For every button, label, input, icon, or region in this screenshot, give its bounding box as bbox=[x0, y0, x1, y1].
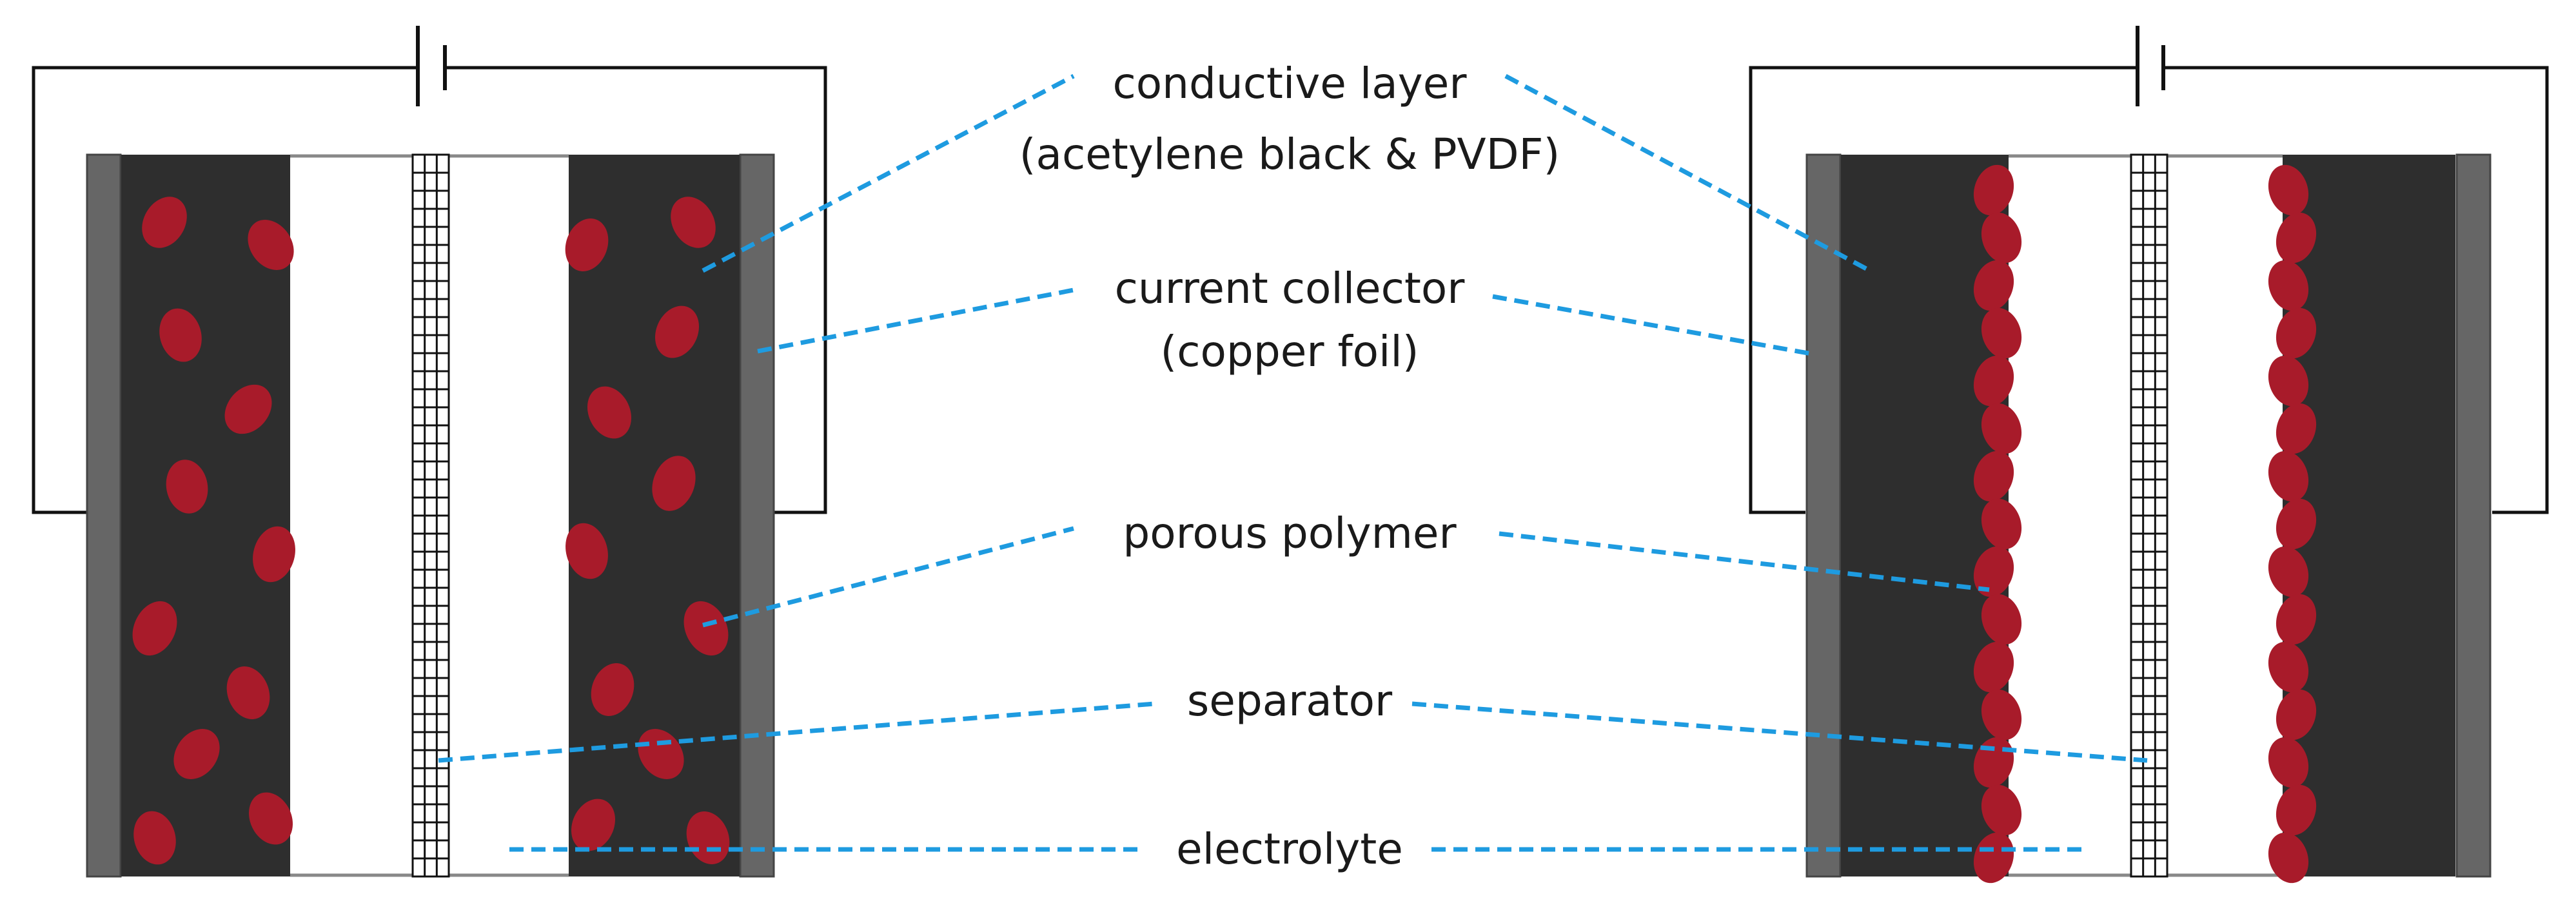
polymer-particle bbox=[591, 663, 634, 716]
polymer-particle bbox=[2268, 546, 2309, 597]
polymer-particle bbox=[166, 460, 208, 514]
polymer-particle bbox=[1981, 307, 2022, 359]
polymer-particle bbox=[652, 456, 696, 511]
label-current-collector-detail: (copper foil) bbox=[1161, 327, 1419, 376]
polymer-particle bbox=[142, 197, 187, 248]
leader-polymer-right bbox=[1499, 531, 1990, 592]
polymer-particle bbox=[571, 799, 616, 851]
right-porous-polymer-particles bbox=[1973, 164, 2317, 884]
polymer-particle bbox=[2268, 641, 2309, 693]
polymer-particle bbox=[1981, 498, 2022, 550]
label-separator: separator bbox=[1187, 676, 1393, 726]
polymer-particle bbox=[1981, 784, 2022, 836]
polymer-particle bbox=[638, 729, 684, 779]
polymer-particle bbox=[2276, 403, 2317, 454]
right-current-collector-a bbox=[1805, 153, 1842, 878]
label-conductive-layer: conductive layer bbox=[1113, 59, 1468, 108]
label-porous-polymer: porous polymer bbox=[1123, 508, 1457, 558]
polymer-particle bbox=[1973, 832, 2014, 884]
polymer-particle bbox=[1973, 164, 2014, 216]
polymer-particle bbox=[565, 218, 609, 271]
left-circuit-wire bbox=[32, 66, 418, 514]
polymer-particle bbox=[2276, 307, 2317, 359]
polymer-particle bbox=[1981, 403, 2022, 454]
polymer-particle bbox=[2276, 689, 2317, 741]
polymer-particle bbox=[253, 526, 295, 583]
leader-separator-left bbox=[438, 701, 1155, 763]
polymer-particle bbox=[2276, 594, 2317, 645]
polymer-particle bbox=[2276, 784, 2317, 836]
polymer-particle bbox=[248, 792, 293, 845]
leader-lines bbox=[438, 73, 2148, 852]
polymer-particle bbox=[2276, 212, 2317, 264]
label-current-collector: current collector bbox=[1115, 264, 1466, 313]
polymer-particle bbox=[132, 601, 177, 656]
polymer-particle bbox=[1973, 260, 2014, 311]
right-separator bbox=[2130, 153, 2168, 878]
left-cell bbox=[32, 26, 827, 878]
polymer-particle bbox=[1973, 641, 2014, 693]
polymer-particle bbox=[1981, 689, 2022, 741]
polymer-particle bbox=[1973, 546, 2014, 597]
leader-conductive-right bbox=[1504, 73, 1871, 273]
left-current-collector-b bbox=[739, 153, 775, 878]
polymer-particle bbox=[1981, 212, 2022, 264]
polymer-particle bbox=[173, 729, 220, 779]
right-circuit-wire-right bbox=[2163, 66, 2549, 514]
left-separator bbox=[411, 153, 450, 878]
right-cell bbox=[1749, 26, 2549, 884]
right-circuit-wire bbox=[1749, 66, 2138, 514]
polymer-particle bbox=[2268, 260, 2309, 311]
polymer-particle bbox=[248, 220, 294, 270]
polymer-particle bbox=[2276, 498, 2317, 550]
leader-conductive-left bbox=[702, 73, 1075, 273]
leader-polymer-left bbox=[702, 526, 1074, 628]
polymer-particle bbox=[2268, 832, 2309, 884]
label-conductive-layer-detail: (acetylene black & PVDF) bbox=[1019, 130, 1560, 179]
labels: conductive layer (acetylene black & PVDF… bbox=[1019, 59, 1560, 874]
polymer-particle bbox=[2268, 164, 2309, 216]
left-porous-polymer-particles bbox=[132, 197, 730, 865]
polymer-particle bbox=[224, 384, 272, 434]
leader-collector-left bbox=[757, 287, 1074, 354]
leader-collector-right bbox=[1492, 294, 1816, 357]
polymer-particle bbox=[671, 197, 716, 248]
polymer-particle bbox=[2268, 737, 2309, 788]
polymer-particle bbox=[159, 308, 202, 362]
polymer-particle bbox=[654, 305, 700, 358]
left-current-collector-a bbox=[86, 153, 122, 878]
polymer-particle bbox=[133, 811, 176, 865]
polymer-particle bbox=[2268, 450, 2309, 502]
left-circuit-wire-right bbox=[445, 66, 827, 514]
polymer-particle bbox=[587, 386, 632, 439]
polymer-particle bbox=[683, 601, 729, 656]
polymer-particle bbox=[2268, 355, 2309, 407]
label-electrolyte: electrolyte bbox=[1176, 824, 1403, 874]
polymer-particle bbox=[226, 666, 270, 719]
polymer-particle bbox=[1973, 355, 2014, 407]
polymer-particle bbox=[1973, 450, 2014, 502]
polymer-particle bbox=[565, 523, 608, 579]
right-current-collector-b bbox=[2455, 153, 2492, 878]
leader-separator-right bbox=[1411, 701, 2148, 763]
polymer-particle bbox=[1981, 594, 2022, 645]
